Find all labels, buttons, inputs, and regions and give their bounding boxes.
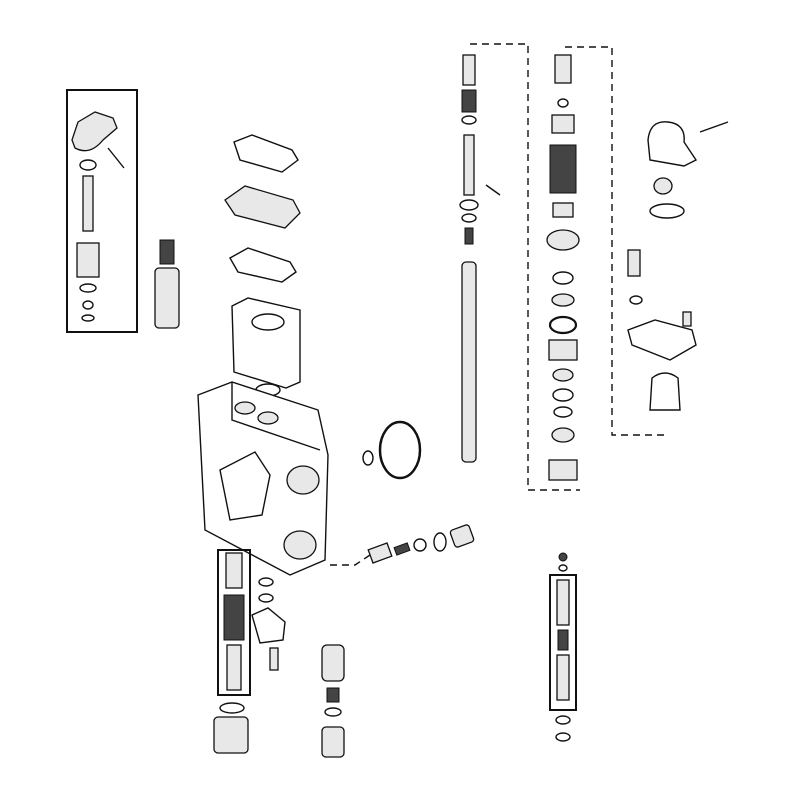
lever-shaft — [82, 175, 94, 232]
stack-seal-3 — [552, 368, 574, 382]
relief-screw — [269, 647, 279, 671]
spring — [159, 239, 175, 265]
stack-seal-5 — [551, 427, 575, 443]
lever-assembly-group — [66, 89, 138, 333]
plug-body — [321, 726, 345, 758]
body-port-2 — [257, 411, 279, 425]
cap-assembly-group — [627, 121, 729, 411]
stack-cap — [554, 54, 572, 84]
check-poppet — [367, 542, 393, 564]
cover-bore — [251, 313, 285, 331]
stack-oring-1 — [552, 271, 574, 285]
relief-stem — [226, 644, 242, 691]
lever-nut — [76, 242, 100, 278]
plunger — [154, 267, 180, 329]
cartridge-box — [549, 574, 577, 711]
plug-poppet — [321, 644, 345, 682]
relief-oring-3 — [219, 702, 245, 714]
body-port-side-1 — [286, 465, 320, 495]
stack-bushing-4 — [548, 459, 578, 481]
cover-block — [231, 297, 301, 389]
check-spring — [393, 542, 411, 556]
stack-ring-2 — [553, 406, 573, 418]
spool-group — [459, 43, 580, 491]
spool-pin — [485, 184, 501, 196]
gasket-2 — [224, 185, 301, 229]
relief-oring-1 — [258, 577, 274, 587]
seal-stack-group — [546, 46, 665, 481]
lever-small-ring — [81, 314, 95, 322]
cap-screw — [682, 311, 692, 327]
plug-spring — [326, 687, 340, 703]
valve-body-edge — [231, 382, 321, 451]
cap-pin — [699, 121, 729, 133]
spool-leader — [470, 43, 580, 491]
lever-oring — [79, 283, 97, 293]
cartridge-oring-2 — [555, 732, 571, 742]
cartridge-ring — [558, 564, 568, 572]
stack-bushing-2 — [552, 202, 574, 218]
lever-ball — [82, 300, 94, 310]
spring-plunger-group — [154, 239, 180, 329]
cartridge-lower-stem — [556, 654, 570, 701]
cartridge-ball — [558, 552, 568, 562]
valve-body — [197, 381, 329, 576]
cartridge-upper-stem — [556, 579, 570, 626]
lever-knob — [71, 111, 118, 152]
relief-plug — [213, 716, 249, 754]
lever-washer — [79, 159, 97, 171]
stack-bushing-1 — [551, 114, 575, 134]
check-oring — [433, 532, 447, 552]
relief-spring — [223, 594, 245, 641]
cartridge-group — [549, 552, 577, 742]
gasket-1 — [233, 134, 299, 173]
cap-bolt — [627, 249, 641, 277]
spool-spring-top — [461, 89, 477, 113]
spool-ring — [461, 213, 477, 223]
lever-pin — [107, 147, 125, 169]
relief-valve-box — [217, 549, 251, 696]
check-valve-leader — [330, 554, 371, 566]
gasket-3 — [229, 247, 297, 283]
check-ball — [413, 538, 427, 552]
body-port-side-2 — [283, 530, 317, 560]
stack-seal-1 — [546, 229, 580, 251]
stack-oring-2 — [548, 315, 578, 335]
plug-oring — [324, 707, 342, 717]
relief-flange — [251, 607, 286, 644]
check-valve-group — [330, 524, 475, 566]
body-port-1 — [234, 401, 256, 415]
cap-washer — [629, 295, 643, 305]
spool-oring — [459, 199, 479, 211]
cap-flange-gasket — [627, 319, 697, 361]
small-seal — [362, 450, 374, 466]
spool-washer — [461, 115, 477, 125]
seal-stack-leader — [565, 46, 665, 436]
cap-nut — [653, 177, 673, 195]
spool-cap — [462, 54, 476, 86]
spool-small-spring — [464, 227, 474, 245]
main-spool — [461, 261, 477, 463]
relief-oring-2 — [258, 593, 274, 603]
stack-seal-2 — [551, 293, 575, 307]
cartridge-spring — [557, 629, 569, 651]
cap-plate — [649, 203, 685, 219]
large-oring — [378, 420, 422, 480]
plug-stack-group — [321, 644, 345, 758]
cap-dome — [647, 121, 698, 167]
relief-valve-group — [213, 549, 286, 754]
cap-housing — [649, 372, 681, 411]
stack-bushing-3 — [548, 339, 578, 361]
check-plug — [449, 524, 475, 548]
body-face-recess — [219, 451, 271, 521]
stack-spring — [549, 144, 577, 194]
stack-ring-1 — [557, 98, 569, 108]
spool-upper-rod — [463, 134, 475, 196]
cartridge-oring-1 — [555, 715, 571, 725]
relief-poppet — [225, 552, 243, 589]
lever-assembly-box — [66, 89, 138, 333]
stack-seal-4 — [552, 388, 574, 402]
